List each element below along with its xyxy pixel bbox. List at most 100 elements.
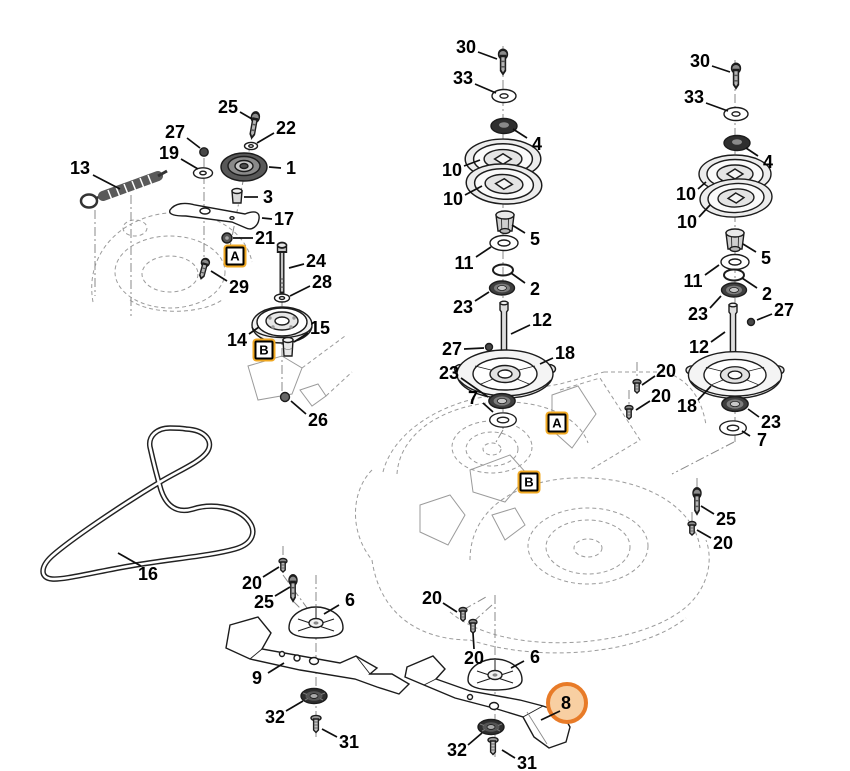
- bushing-21[interactable]: [221, 232, 233, 244]
- part-callout-11b[interactable]: 11: [683, 271, 703, 291]
- part-callout-6b[interactable]: 6: [529, 647, 541, 667]
- part-callout-26[interactable]: 26: [307, 410, 329, 430]
- part-callout-30a[interactable]: 30: [455, 37, 477, 57]
- washer-19[interactable]: [192, 167, 214, 179]
- idler-bracket-ghost: [247, 335, 353, 407]
- part-callout-4a[interactable]: 4: [531, 134, 543, 154]
- leader-line-19: [180, 158, 199, 170]
- washer-28[interactable]: [273, 293, 291, 303]
- nut-26[interactable]: [279, 391, 291, 403]
- leader-line-5b: [742, 243, 757, 253]
- part-callout-33a[interactable]: 33: [452, 68, 474, 88]
- part-callout-27c[interactable]: 27: [441, 339, 463, 359]
- part-callout-13[interactable]: 13: [69, 158, 91, 178]
- part-callout-18a[interactable]: 18: [554, 343, 576, 363]
- part-callout-18b[interactable]: 18: [676, 396, 698, 416]
- part-callout-11a[interactable]: 11: [454, 253, 474, 273]
- cap-4-right[interactable]: [723, 134, 751, 152]
- part-callout-27d[interactable]: 27: [773, 300, 795, 320]
- bracket-17[interactable]: [169, 202, 260, 230]
- part-callout-23b[interactable]: 23: [438, 363, 460, 383]
- part-callout-29[interactable]: 29: [228, 277, 250, 297]
- part-callout-14[interactable]: 14: [226, 330, 248, 350]
- part-callout-2b[interactable]: 2: [761, 284, 773, 304]
- part-callout-32a[interactable]: 32: [264, 707, 286, 727]
- part-callout-21[interactable]: 21: [254, 228, 276, 248]
- v-belt-16[interactable]: [40, 425, 256, 582]
- part-callout-2a[interactable]: 2: [529, 279, 541, 299]
- leader-line-6a: [323, 604, 340, 615]
- part-callout-5b[interactable]: 5: [760, 248, 772, 268]
- part-callout-25a[interactable]: 25: [217, 97, 239, 117]
- part-callout-23a[interactable]: 23: [452, 297, 474, 317]
- part-callout-9[interactable]: 9: [251, 668, 263, 688]
- leader-line-24: [288, 263, 305, 269]
- part-callout-25L[interactable]: 25: [253, 592, 275, 612]
- leader-line-30a: [477, 51, 498, 60]
- blade-9[interactable]: [225, 616, 411, 695]
- part-callout-28[interactable]: 28: [311, 272, 333, 292]
- washer-22[interactable]: [243, 141, 259, 151]
- leader-line-27d: [756, 313, 773, 321]
- pulley-1[interactable]: [220, 152, 268, 182]
- part-callout-6a[interactable]: 6: [344, 590, 356, 610]
- part-callout-30b[interactable]: 30: [689, 51, 711, 71]
- washer-33-right[interactable]: [723, 106, 749, 122]
- nut-27-center[interactable]: [484, 342, 494, 352]
- part-callout-25b[interactable]: 25: [715, 509, 737, 529]
- part-callout-33b[interactable]: 33: [683, 87, 705, 107]
- washer-33-center[interactable]: [491, 88, 517, 104]
- leader-line-8: [540, 710, 561, 721]
- ring-2-right[interactable]: [723, 268, 745, 282]
- leader-line-6b: [510, 660, 525, 669]
- part-callout-20f[interactable]: 20: [421, 588, 443, 608]
- part-callout-10a[interactable]: 10: [441, 160, 463, 180]
- part-callout-27a[interactable]: 27: [164, 122, 186, 142]
- nut-27-top[interactable]: [199, 147, 209, 157]
- part-callout-10d[interactable]: 10: [676, 212, 698, 232]
- part-callout-24[interactable]: 24: [305, 251, 327, 271]
- part-callout-23c[interactable]: 23: [687, 304, 709, 324]
- ref-marker-A-deck: A: [547, 413, 567, 433]
- part-callout-10b[interactable]: 10: [442, 189, 464, 209]
- part-callout-15[interactable]: 15: [309, 318, 331, 338]
- part-callout-32b[interactable]: 32: [446, 740, 468, 760]
- part-callout-20e[interactable]: 20: [712, 533, 734, 553]
- blade-8[interactable]: [404, 655, 571, 749]
- pulley-14[interactable]: [251, 306, 313, 344]
- part-callout-5a[interactable]: 5: [529, 229, 541, 249]
- spacer-15[interactable]: [282, 336, 294, 357]
- part-callout-17[interactable]: 17: [273, 209, 295, 229]
- part-callout-1[interactable]: 1: [285, 158, 297, 178]
- part-callout-7a[interactable]: 7: [467, 388, 479, 408]
- spacer-3[interactable]: [231, 187, 243, 204]
- part-callout-7b[interactable]: 7: [756, 430, 768, 450]
- part-callout-20d[interactable]: 20: [650, 386, 672, 406]
- cap-4-center[interactable]: [490, 117, 518, 135]
- spring-13[interactable]: [79, 169, 168, 209]
- part-callout-20g[interactable]: 20: [463, 648, 485, 668]
- part-callout-31a[interactable]: 31: [338, 732, 360, 752]
- part-callout-22[interactable]: 22: [275, 118, 297, 138]
- part-callout-12a[interactable]: 12: [531, 310, 553, 330]
- leader-line-20g: [472, 632, 475, 650]
- part-callout-31b[interactable]: 31: [516, 753, 538, 771]
- nut-27-right[interactable]: [746, 317, 756, 327]
- part-callout-4b[interactable]: 4: [762, 152, 774, 172]
- part-callout-19[interactable]: 19: [158, 143, 180, 163]
- part-callout-20c[interactable]: 20: [655, 361, 677, 381]
- leader-line-10a: [463, 159, 481, 167]
- leader-line-23b: [460, 377, 489, 398]
- leader-line-14: [248, 326, 260, 335]
- leader-line-23a: [474, 291, 490, 302]
- part-callout-3[interactable]: 3: [262, 187, 274, 207]
- part-callout-20L[interactable]: 20: [241, 573, 263, 593]
- leader-line-23c: [709, 295, 722, 309]
- part-callout-8[interactable]: 8: [560, 693, 572, 713]
- part-callout-16[interactable]: 16: [137, 564, 159, 584]
- part-callout-12b[interactable]: 12: [688, 337, 710, 357]
- part-callout-10c[interactable]: 10: [675, 184, 697, 204]
- leader-line-10b: [464, 185, 483, 196]
- ring-2-center[interactable]: [492, 263, 514, 277]
- part-callout-23d[interactable]: 23: [760, 412, 782, 432]
